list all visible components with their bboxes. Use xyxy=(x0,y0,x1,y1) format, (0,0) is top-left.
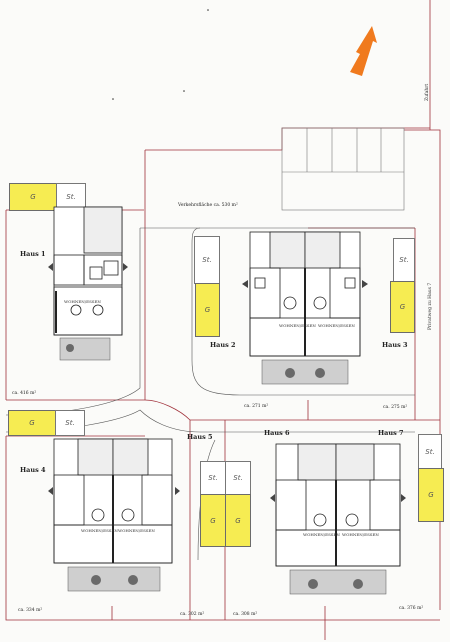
parking-bays xyxy=(281,127,405,211)
garage-house-1: G xyxy=(9,183,57,211)
house-4-label: Haus 4 xyxy=(20,466,46,474)
house-7-area: ca. 376 m² xyxy=(399,606,424,611)
parking-house-2: St. xyxy=(194,236,220,284)
parking-house-3: St. xyxy=(393,238,415,282)
room-label-house-3: WOHNEN/ESSEN xyxy=(318,323,355,328)
parking-house-7: St. xyxy=(418,434,442,470)
parking-house-5: St. xyxy=(200,461,226,495)
room-label-house-7: WOHNEN/ESSEN xyxy=(342,532,379,537)
room-label-house-6: WOHNEN/ESSEN xyxy=(303,532,340,537)
house-6-label: Haus 6 xyxy=(264,429,290,437)
house-2-area: ca. 271 m² xyxy=(244,404,269,409)
floorplan-house-4-5 xyxy=(48,438,180,592)
floorplan-house-6-7 xyxy=(270,443,406,595)
house-1-area: ca. 416 m² xyxy=(12,391,37,396)
garage-house-4: G xyxy=(8,410,56,436)
access-road-label: Zufahrt xyxy=(425,83,430,101)
house-7-label: Haus 7 xyxy=(378,429,404,437)
parking-house-6: St. xyxy=(225,461,251,495)
room-label-house-4: WOHNEN/ESSEN xyxy=(81,528,118,533)
room-label-house-5: WOHNEN/ESSEN xyxy=(118,528,155,533)
garage-house-5: G xyxy=(200,494,226,547)
garage-house-3: G xyxy=(390,281,415,333)
garage-house-2: G xyxy=(195,283,220,337)
garage-house-6: G xyxy=(225,494,251,547)
house-5-label: Haus 5 xyxy=(187,433,213,441)
house-3-label: Haus 3 xyxy=(382,341,408,349)
house-5-area: ca. 302 m² xyxy=(180,612,205,617)
house-2-label: Haus 2 xyxy=(210,341,236,349)
room-label-house-2: WOHNEN/ESSEN xyxy=(279,323,316,328)
room-label-house-1: WOHNEN/ESSEN xyxy=(64,299,101,304)
garage-house-7: G xyxy=(418,468,444,522)
house-4-area: ca. 334 m² xyxy=(18,608,43,613)
traffic-area-label: Verkehrsfläche ca. 530 m² xyxy=(178,203,238,208)
house-1-label: Haus 1 xyxy=(20,250,46,258)
north-arrow-icon xyxy=(350,26,377,76)
house-6-area: ca. 308 m² xyxy=(233,612,258,617)
floorplan-house-2-3 xyxy=(242,231,368,385)
parking-house-4: St. xyxy=(55,410,85,436)
house-3-area: ca. 275 m² xyxy=(383,405,408,410)
marks xyxy=(112,9,209,100)
private-path-label: Privatweg zu Haus 7 xyxy=(428,282,433,330)
floorplan-house-1 xyxy=(48,206,128,361)
